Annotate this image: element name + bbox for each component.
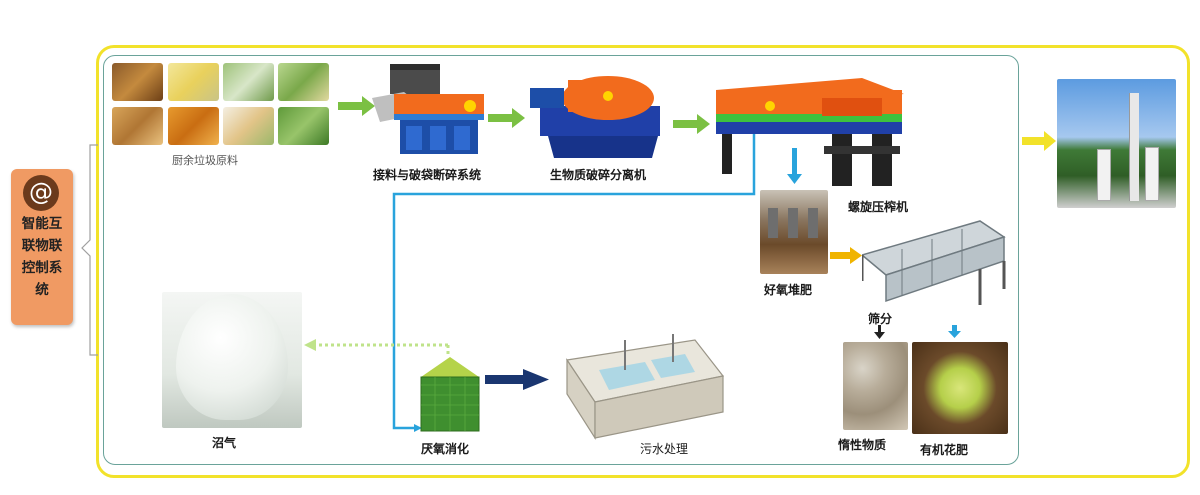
food-photo [112, 63, 163, 101]
screening-label: 筛分 [868, 312, 893, 326]
green-arrow-1 [338, 96, 375, 116]
control-system-panel: @ 智能互联物联控制系统 [11, 169, 73, 325]
biogas-arrow [304, 339, 450, 357]
food-photo [278, 107, 329, 145]
purification-tower-photo [1057, 79, 1176, 208]
sewage-label: 污水处理 [640, 442, 689, 456]
control-system-label: 智能互联物联控制系统 [21, 216, 63, 298]
shredder-label: 接料与破袋断碎系统 [373, 168, 482, 182]
anaerobic-label: 厌氧消化 [421, 442, 470, 456]
green-arrow-3 [673, 114, 710, 134]
liquid-pipe [392, 130, 756, 430]
biogas-holder-photo [162, 292, 302, 428]
food-photo [223, 107, 274, 145]
food-photo [223, 63, 274, 101]
shredder-machine [372, 64, 484, 154]
fertilizer-label: 有机花肥 [920, 443, 969, 457]
control-bracket [81, 144, 98, 356]
biogas-label: 沼气 [212, 436, 237, 450]
compost-photo [760, 190, 828, 274]
inert-material-photo [843, 342, 908, 430]
food-photo [278, 63, 329, 101]
at-sign-icon: @ [23, 175, 59, 211]
organic-fertilizer-photo [912, 342, 1008, 434]
separator-machine [530, 76, 660, 158]
food-photo [112, 107, 163, 145]
compost-label: 好氧堆肥 [764, 283, 813, 297]
navy-arrow [485, 369, 549, 390]
sewage-treatment-tank [565, 334, 725, 441]
green-arrow-2 [488, 108, 525, 128]
screw-press-machine [716, 78, 904, 186]
inner-frame [103, 55, 1019, 465]
food-photo [168, 107, 219, 145]
raw-material-photo-grid [112, 63, 333, 147]
screw-press-label: 螺旋压榨机 [848, 200, 909, 214]
down-arrow-compost [787, 148, 802, 184]
orange-arrow [830, 247, 862, 264]
trommel-screen-machine [862, 220, 1006, 305]
outer-frame [96, 45, 1190, 478]
food-photo [168, 63, 219, 101]
anaerobic-digester [420, 357, 480, 432]
separator-label: 生物质破碎分离机 [550, 168, 647, 182]
down-arrow-fertilizer [948, 325, 961, 338]
raw-material-label: 厨余垃圾原料 [172, 154, 238, 167]
inert-label: 惰性物质 [838, 438, 887, 452]
down-arrow-inert [874, 325, 885, 339]
yellow-arrow-output [1022, 131, 1056, 151]
